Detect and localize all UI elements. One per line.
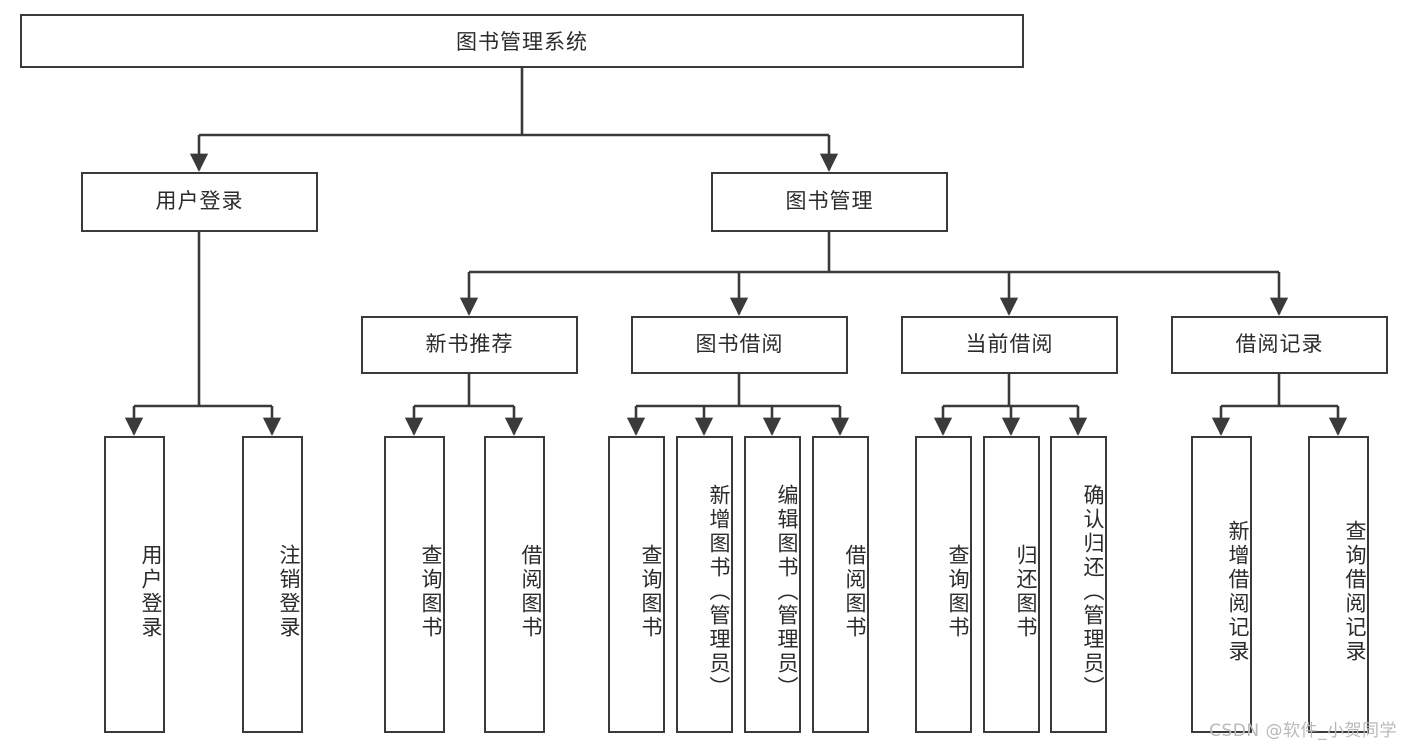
node-leaf-label: 借阅图书 (843, 543, 867, 640)
node-leaf-label: 注销登录 (277, 543, 301, 640)
node-leaf-label: 查询图书 (639, 543, 663, 640)
node-leaf-label: 查询图书 (419, 543, 443, 640)
node-book-management[interactable]: 图书管理 (711, 172, 948, 232)
node-user-login[interactable]: 用户登录 (81, 172, 318, 232)
node-leaf-label: 新增图书（管理员） (707, 483, 731, 700)
node-leaf-current-borrow-query[interactable]: 查询图书 (915, 436, 972, 733)
node-book-borrow-label: 图书借阅 (695, 332, 784, 357)
node-leaf-label: 用户登录 (139, 543, 163, 640)
node-borrow-record[interactable]: 借阅记录 (1171, 316, 1388, 374)
node-leaf-current-borrow-confirm-return[interactable]: 确认归还（管理员） (1050, 436, 1107, 733)
node-leaf-label: 查询图书 (946, 543, 970, 640)
node-leaf-book-borrow-borrow[interactable]: 借阅图书 (812, 436, 869, 733)
node-current-borrow-label: 当前借阅 (965, 332, 1054, 357)
node-current-borrow[interactable]: 当前借阅 (901, 316, 1118, 374)
node-leaf-user-login-login[interactable]: 用户登录 (104, 436, 165, 733)
node-leaf-user-login-logout[interactable]: 注销登录 (242, 436, 303, 733)
node-book-borrow[interactable]: 图书借阅 (631, 316, 848, 374)
node-leaf-label: 查询借阅记录 (1343, 519, 1367, 664)
node-root-label: 图书管理系统 (456, 30, 588, 54)
node-leaf-borrow-record-add[interactable]: 新增借阅记录 (1191, 436, 1252, 733)
node-borrow-record-label: 借阅记录 (1235, 332, 1324, 357)
node-new-book-recommend-label: 新书推荐 (425, 332, 514, 357)
node-book-management-label: 图书管理 (785, 189, 874, 214)
node-root-book-management-system[interactable]: 图书管理系统 (20, 14, 1024, 68)
node-leaf-label: 归还图书 (1014, 543, 1038, 640)
node-leaf-new-book-borrow[interactable]: 借阅图书 (484, 436, 545, 733)
node-leaf-label: 新增借阅记录 (1226, 519, 1250, 664)
node-leaf-label: 编辑图书（管理员） (775, 483, 799, 700)
node-leaf-label: 借阅图书 (519, 543, 543, 640)
node-new-book-recommend[interactable]: 新书推荐 (361, 316, 578, 374)
node-leaf-book-borrow-edit[interactable]: 编辑图书（管理员） (744, 436, 801, 733)
csdn-watermark: CSDN @软件_小贺同学 (1209, 721, 1397, 741)
node-leaf-new-book-query[interactable]: 查询图书 (384, 436, 445, 733)
node-leaf-borrow-record-query[interactable]: 查询借阅记录 (1308, 436, 1369, 733)
node-leaf-current-borrow-return[interactable]: 归还图书 (983, 436, 1040, 733)
node-leaf-book-borrow-add[interactable]: 新增图书（管理员） (676, 436, 733, 733)
node-user-login-label: 用户登录 (155, 189, 244, 214)
node-leaf-book-borrow-query[interactable]: 查询图书 (608, 436, 665, 733)
node-leaf-label: 确认归还（管理员） (1081, 483, 1105, 700)
